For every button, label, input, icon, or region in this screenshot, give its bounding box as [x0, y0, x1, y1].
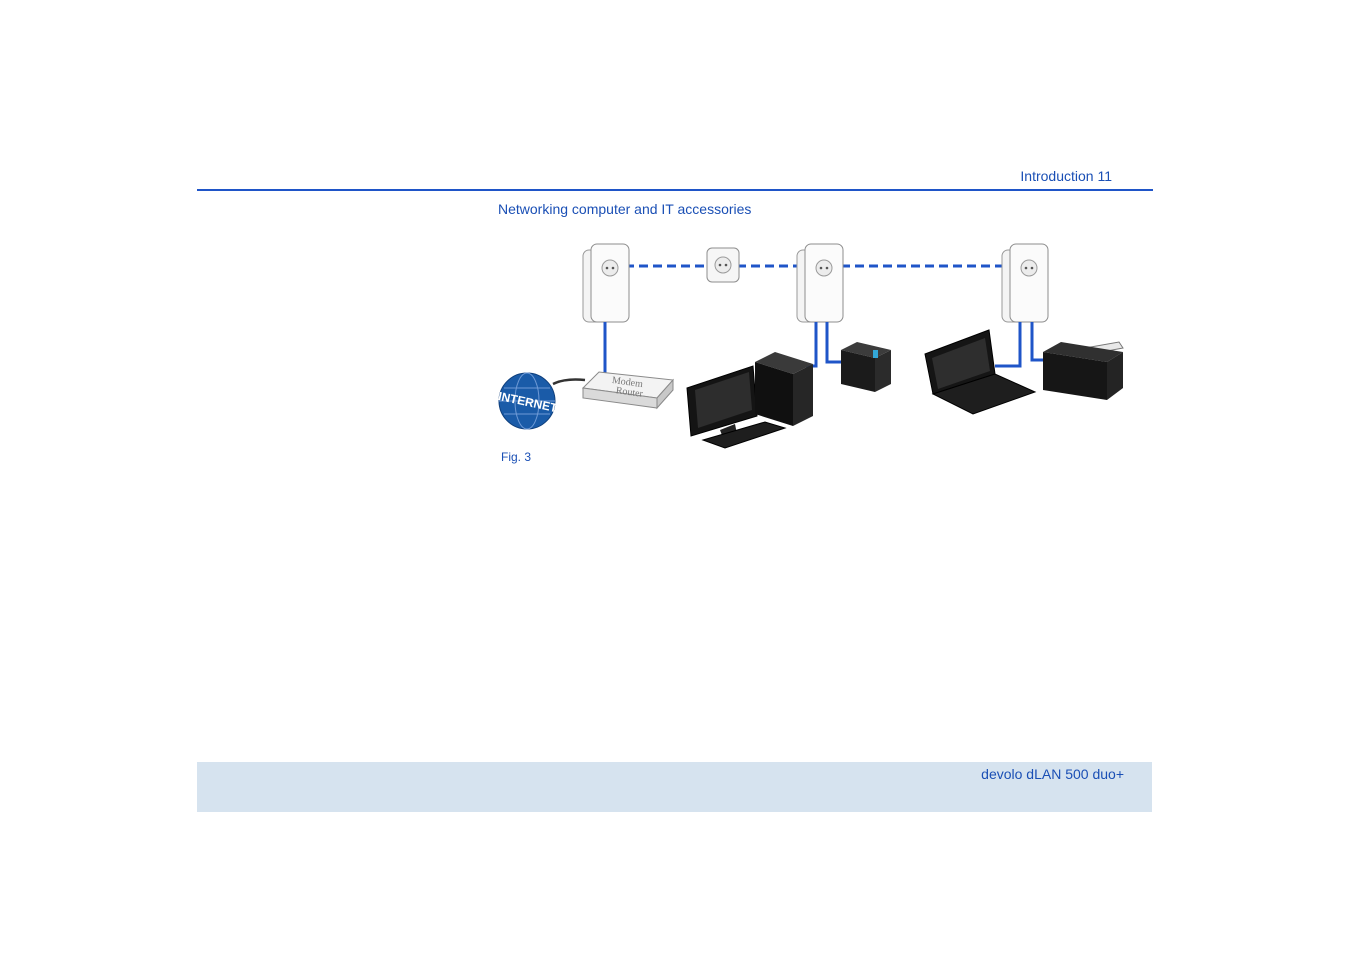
section-heading: Networking computer and IT accessories — [498, 201, 752, 217]
network-diagram: INTERNET Modem Router — [495, 238, 1130, 453]
router-label-modem: Modem — [611, 375, 644, 390]
page-header-title: Introduction 11 — [1020, 168, 1112, 184]
wall-socket — [706, 247, 740, 283]
router-label-router: Router — [615, 385, 644, 400]
header-rule — [197, 189, 1153, 191]
powerline-adapter-2 — [796, 243, 844, 323]
desktop-computer — [686, 352, 813, 449]
nas-storage-device — [841, 342, 891, 392]
internet-globe-icon: INTERNET — [497, 372, 586, 430]
figure-caption: Fig. 3 — [501, 450, 532, 464]
modem-router: Modem Router — [581, 371, 675, 410]
footer-product-name: devolo dLAN 500 duo+ — [981, 766, 1124, 782]
laptop-computer — [924, 329, 1037, 415]
footer-band: devolo dLAN 500 duo+ — [197, 762, 1152, 812]
powerline-adapter-3 — [1001, 243, 1049, 323]
printer — [1043, 341, 1124, 400]
powerline-adapter-1 — [582, 243, 630, 323]
